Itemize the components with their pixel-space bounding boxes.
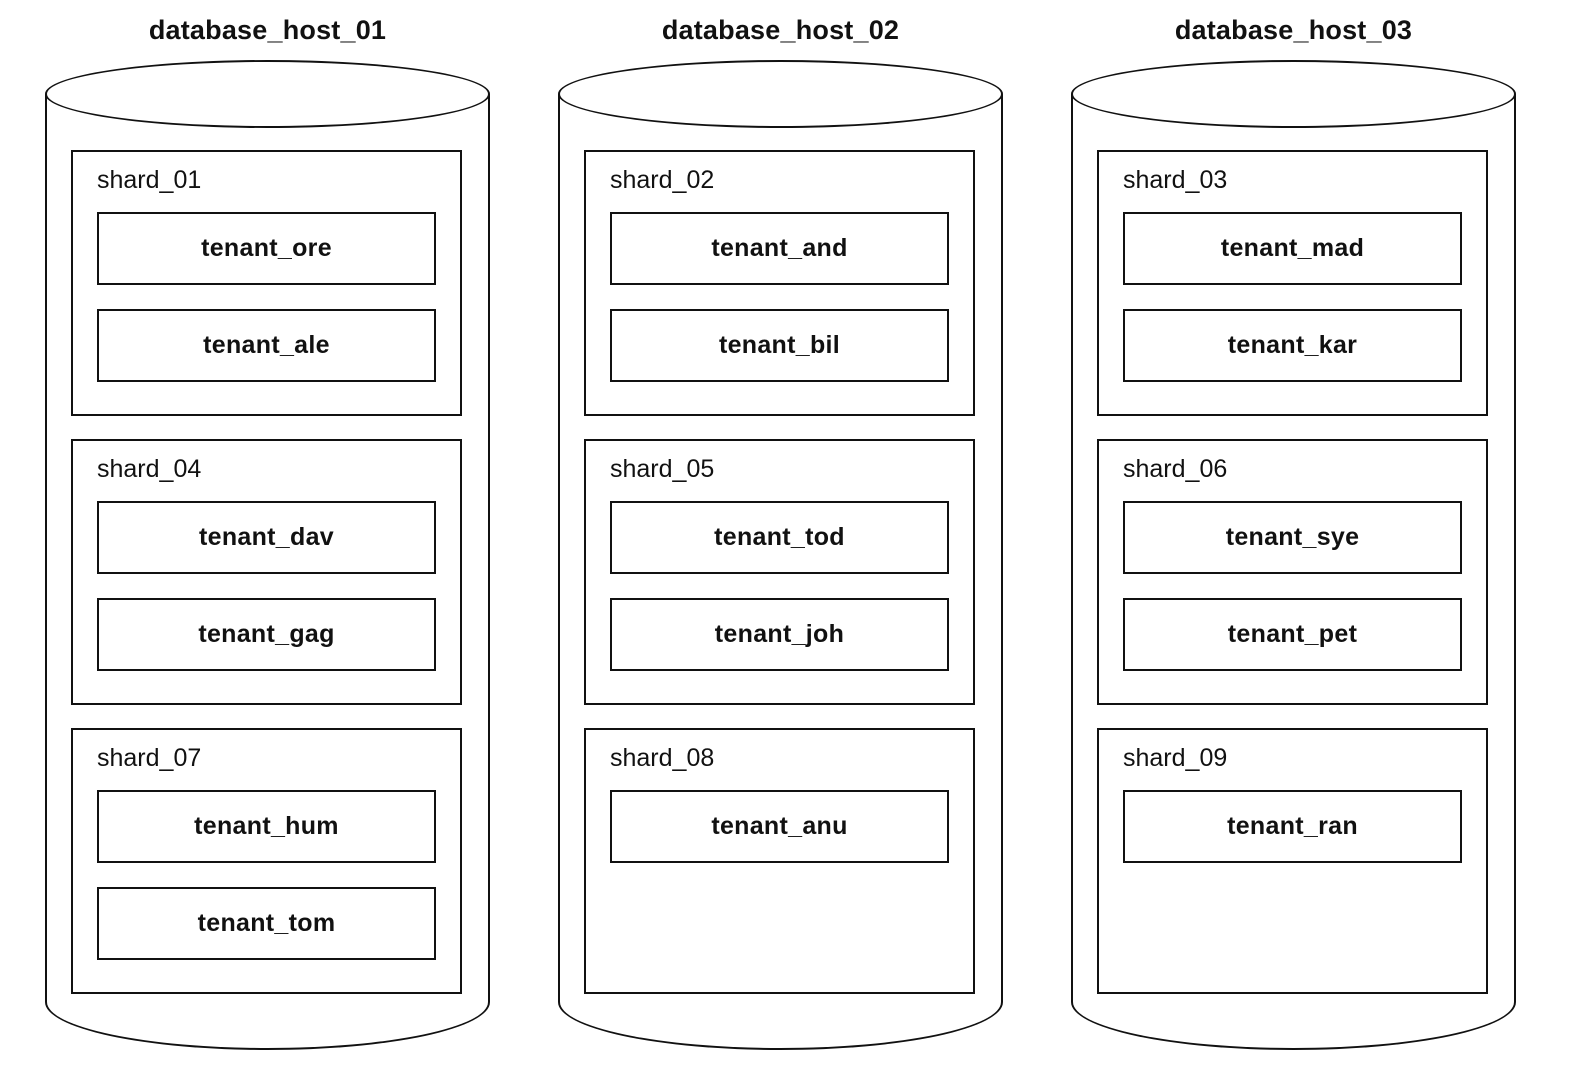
shard-label: shard_05 xyxy=(610,455,715,483)
tenant-box: tenant_ale xyxy=(97,309,436,382)
database-cylinder: shard_03 tenant_mad tenant_kar shard_06 … xyxy=(1071,60,1516,1050)
shard-box: shard_06 tenant_sye tenant_pet xyxy=(1097,439,1488,705)
shard-label: shard_07 xyxy=(97,744,202,772)
shard-label: shard_08 xyxy=(610,744,715,772)
cylinder-top-ellipse xyxy=(45,60,490,128)
host-column-3: database_host_03 shard_03 tenant_mad ten… xyxy=(1071,12,1516,1090)
shard-list: shard_02 tenant_and tenant_bil shard_05 … xyxy=(584,150,975,994)
shard-box: shard_03 tenant_mad tenant_kar xyxy=(1097,150,1488,416)
tenant-box: tenant_tom xyxy=(97,887,436,960)
shard-label: shard_02 xyxy=(610,166,715,194)
tenant-list: tenant_anu xyxy=(610,790,949,863)
tenant-list: tenant_hum tenant_tom xyxy=(97,790,436,960)
shard-box: shard_02 tenant_and tenant_bil xyxy=(584,150,975,416)
shard-box: shard_01 tenant_ore tenant_ale xyxy=(71,150,462,416)
database-cylinder: shard_01 tenant_ore tenant_ale shard_04 … xyxy=(45,60,490,1050)
tenant-box: tenant_sye xyxy=(1123,501,1462,574)
shard-box: shard_07 tenant_hum tenant_tom xyxy=(71,728,462,994)
cylinder-top-ellipse xyxy=(558,60,1003,128)
tenant-box: tenant_joh xyxy=(610,598,949,671)
tenant-list: tenant_ran xyxy=(1123,790,1462,863)
shard-label: shard_03 xyxy=(1123,166,1228,194)
tenant-box: tenant_bil xyxy=(610,309,949,382)
shard-label: shard_06 xyxy=(1123,455,1228,483)
tenant-list: tenant_tod tenant_joh xyxy=(610,501,949,671)
shard-box: shard_04 tenant_dav tenant_gag xyxy=(71,439,462,705)
tenant-box: tenant_tod xyxy=(610,501,949,574)
cylinder-top-ellipse xyxy=(1071,60,1516,128)
tenant-list: tenant_and tenant_bil xyxy=(610,212,949,382)
tenant-box: tenant_and xyxy=(610,212,949,285)
tenant-list: tenant_dav tenant_gag xyxy=(97,501,436,671)
tenant-box: tenant_ore xyxy=(97,212,436,285)
host-title: database_host_03 xyxy=(1174,15,1413,45)
tenant-box: tenant_hum xyxy=(97,790,436,863)
tenant-box: tenant_gag xyxy=(97,598,436,671)
tenant-list: tenant_mad tenant_kar xyxy=(1123,212,1462,382)
tenant-list: tenant_sye tenant_pet xyxy=(1123,501,1462,671)
shard-list: shard_01 tenant_ore tenant_ale shard_04 … xyxy=(71,150,462,994)
shard-box: shard_08 tenant_anu xyxy=(584,728,975,994)
host-column-1: database_host_01 shard_01 tenant_ore ten… xyxy=(45,12,490,1090)
tenant-box: tenant_kar xyxy=(1123,309,1462,382)
shard-label: shard_04 xyxy=(97,455,202,483)
shard-label: shard_09 xyxy=(1123,744,1228,772)
database-cylinder: shard_02 tenant_and tenant_bil shard_05 … xyxy=(558,60,1003,1050)
host-title: database_host_02 xyxy=(661,15,900,45)
host-column-2: database_host_02 shard_02 tenant_and ten… xyxy=(558,12,1003,1090)
tenant-box: tenant_dav xyxy=(97,501,436,574)
tenant-list: tenant_ore tenant_ale xyxy=(97,212,436,382)
tenant-box: tenant_pet xyxy=(1123,598,1462,671)
host-title: database_host_01 xyxy=(148,15,387,45)
tenant-box: tenant_mad xyxy=(1123,212,1462,285)
tenant-box: tenant_ran xyxy=(1123,790,1462,863)
tenant-box: tenant_anu xyxy=(610,790,949,863)
shard-box: shard_09 tenant_ran xyxy=(1097,728,1488,994)
shard-box: shard_05 tenant_tod tenant_joh xyxy=(584,439,975,705)
shard-list: shard_03 tenant_mad tenant_kar shard_06 … xyxy=(1097,150,1488,994)
shard-label: shard_01 xyxy=(97,166,202,194)
